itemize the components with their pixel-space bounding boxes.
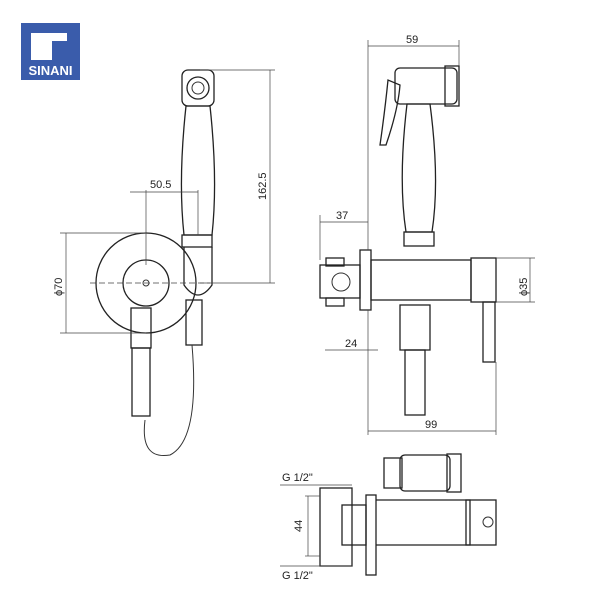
diameter35-dim-label: ϕ35 [518,278,530,296]
front-view: 162.5 50.5 ϕ70 [53,69,275,457]
wall-dim-label: 24 [345,338,357,350]
spacing-dim-label: 44 [293,520,305,532]
thread-top-label: G 1/2" [282,472,313,484]
depth-dim-label: 37 [336,210,348,222]
height-dim-label: 162.5 [257,172,269,200]
sinani-logo: SINANI [21,23,80,80]
logo-text: SINANI [28,63,73,78]
side-view: 59 37 ϕ35 24 99 [319,34,535,435]
width-dim-label: 59 [406,34,418,46]
top-view: G 1/2" 44 G 1/2" [280,453,497,582]
length-dim-label: 99 [425,419,437,431]
offset-dim-label: 50.5 [150,179,171,191]
diameter-dim-label: ϕ70 [53,278,65,296]
thread-bottom-label: G 1/2" [282,570,313,582]
